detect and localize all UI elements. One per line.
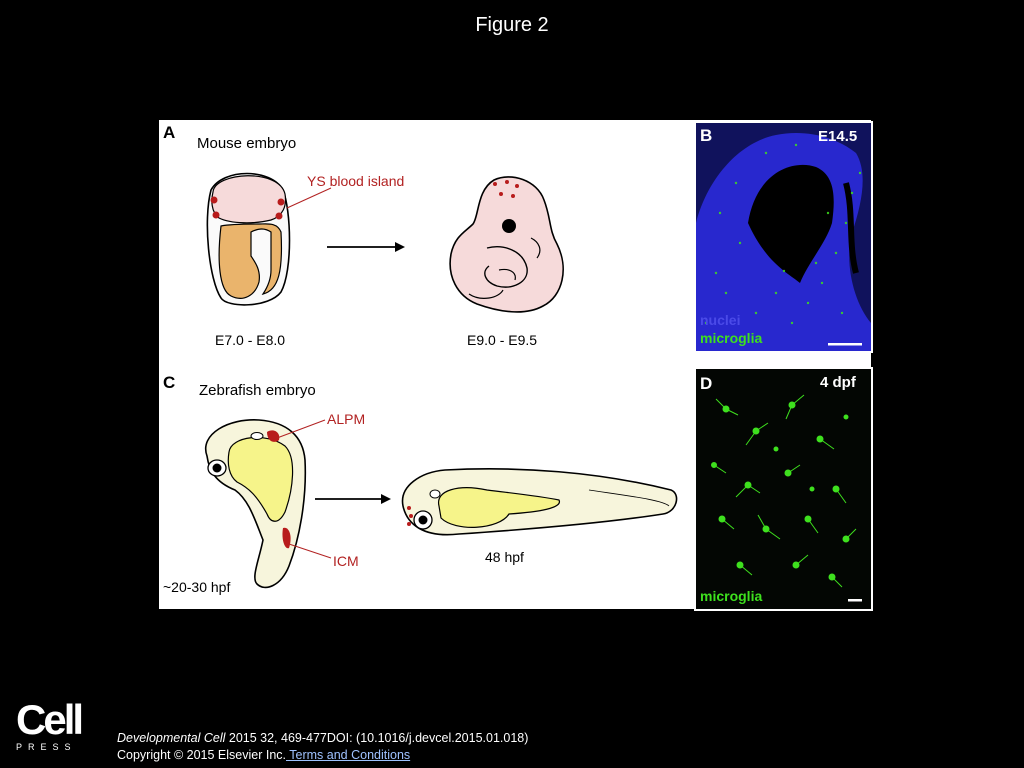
panel-b-legend-nuclei: nuclei <box>700 312 740 328</box>
annotation-icm: ICM <box>333 553 359 569</box>
logo-word: Cell <box>16 696 84 743</box>
panel-b-image: E14.5 B nuclei microglia <box>696 123 871 351</box>
citation-details: 2015 32, 469-477DOI: (10.1016/j.devcel.2… <box>225 731 529 745</box>
panel-d-image: 4 dpf D microglia <box>696 369 871 609</box>
citation: Developmental Cell 2015 32, 469-477DOI: … <box>117 731 528 745</box>
mouse-early-embryo <box>206 172 291 306</box>
journal-name: Developmental Cell <box>117 731 226 745</box>
copyright-line: Copyright © 2015 Elsevier Inc. Terms and… <box>117 748 410 762</box>
panel-a-title: Mouse embryo <box>197 135 296 152</box>
panel-d-micrograph: 4 dpf D microglia <box>694 367 873 611</box>
cell-press-logo: Cell PRESS <box>16 696 86 753</box>
panel-d-scale-bar <box>848 599 862 602</box>
annotation-ys-blood-island: YS blood island <box>307 173 404 189</box>
panel-b-label: B <box>700 126 712 145</box>
figure-panel: A Mouse embryo YS blood island <box>159 120 873 611</box>
panel-b-scale-bar <box>828 343 862 346</box>
mouse-stage-right: E9.0 - E9.5 <box>467 332 537 348</box>
panel-b-stage: E14.5 <box>818 128 857 145</box>
figure-schematic: A Mouse embryo YS blood island <box>163 123 678 595</box>
mouse-late-embryo <box>449 176 564 313</box>
alpm-pointer <box>276 419 326 439</box>
icm-pointer <box>288 543 332 559</box>
panel-d-stage: 4 dpf <box>820 374 857 391</box>
logo-sub: PRESS <box>16 742 77 752</box>
mouse-stage-left: E7.0 - E8.0 <box>215 332 285 348</box>
panel-b-legend-microglia: microglia <box>700 330 762 346</box>
panel-d-legend-microglia: microglia <box>700 588 762 604</box>
copyright-text: Copyright © 2015 Elsevier Inc. <box>117 748 287 762</box>
panel-c-title: Zebrafish embryo <box>199 382 316 399</box>
panel-c-label: C <box>163 373 175 392</box>
blood-island-pointer <box>286 187 332 209</box>
panel-c-arrow <box>315 494 391 504</box>
slide-title: Figure 2 <box>475 14 549 36</box>
zebrafish-stage-right: 48 hpf <box>485 549 524 565</box>
panel-d-label: D <box>700 374 712 393</box>
zebrafish-early-embryo <box>204 419 307 589</box>
terms-and-conditions-link[interactable]: Terms and Conditions <box>286 748 411 762</box>
zebrafish-stage-left: ~20-30 hpf <box>163 579 230 595</box>
zebrafish-late-embryo <box>401 468 678 536</box>
panel-b-micrograph: E14.5 B nuclei microglia <box>694 121 873 353</box>
annotation-alpm: ALPM <box>327 411 365 427</box>
panel-a-label: A <box>163 123 175 142</box>
panel-a-arrow <box>327 242 405 252</box>
